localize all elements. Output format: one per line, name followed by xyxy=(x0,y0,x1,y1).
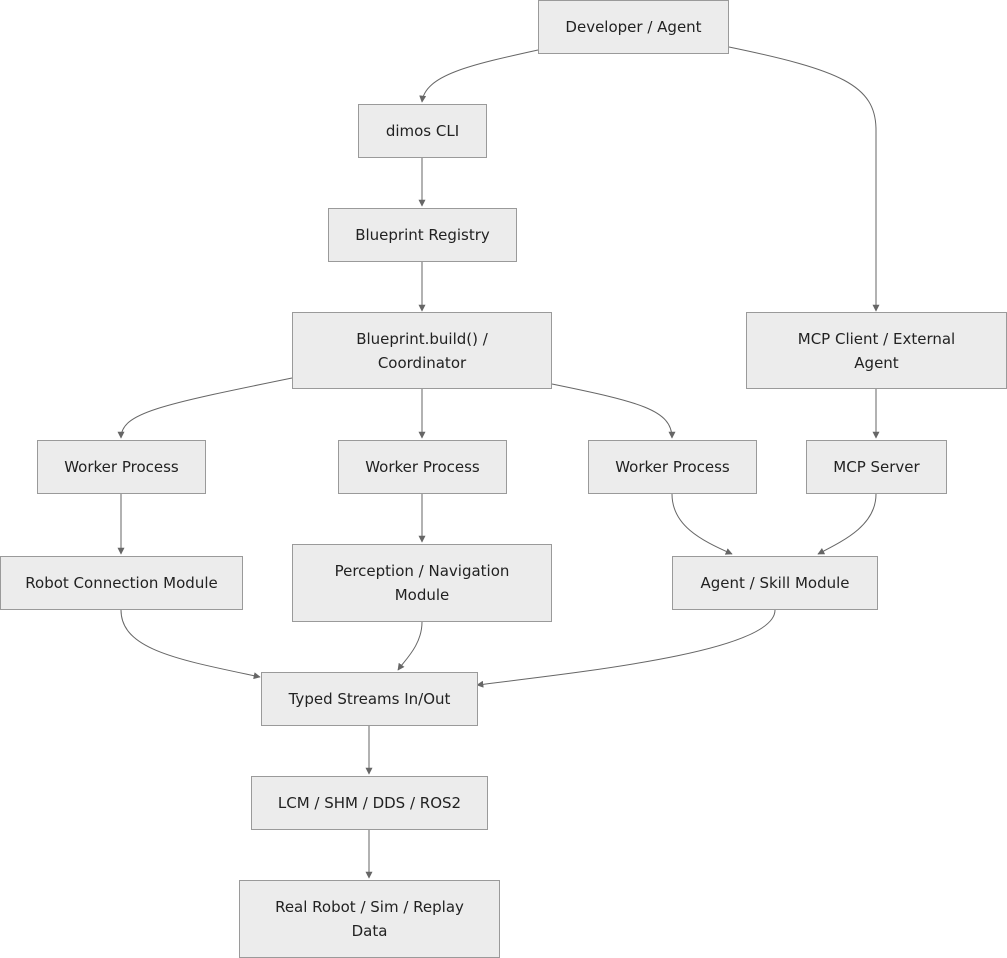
edge-agent-skill-to-streams xyxy=(476,609,776,688)
perception-navigation-module-node: Perception / Navigation Module xyxy=(292,544,552,622)
mcp-server-node: MCP Server xyxy=(806,440,947,494)
edge-worker-3-to-agent-skill xyxy=(671,493,733,555)
dimos-cli-label: dimos CLI xyxy=(385,122,460,140)
edge-developer-to-cli xyxy=(419,49,539,103)
worker-process-label-1: Worker Process xyxy=(64,458,179,476)
agent-skill-module-label: Agent / Skill Module xyxy=(700,574,850,592)
agent-skill-module-node: Agent / Skill Module xyxy=(672,556,878,610)
edge-developer-to-mcp-client xyxy=(728,46,880,312)
edge-perception-to-streams xyxy=(397,621,423,671)
mcp-client-label: MCP Client / External Agent xyxy=(797,329,956,372)
edge-build-to-worker-1 xyxy=(117,377,293,439)
typed-streams-node: Typed Streams In/Out xyxy=(261,672,478,726)
edge-build-to-worker-3 xyxy=(551,383,676,439)
worker-process-label-2: Worker Process xyxy=(365,458,480,476)
blueprint-build-node: Blueprint.build() / Coordinator xyxy=(292,312,552,389)
transports-label: LCM / SHM / DDS / ROS2 xyxy=(277,794,462,812)
worker-process-node-1: Worker Process xyxy=(37,440,206,494)
worker-process-label-3: Worker Process xyxy=(615,458,730,476)
real-robot-data-node: Real Robot / Sim / Replay Data xyxy=(239,880,500,958)
transports-node: LCM / SHM / DDS / ROS2 xyxy=(251,776,488,830)
blueprint-registry-node: Blueprint Registry xyxy=(328,208,517,262)
worker-process-node-2: Worker Process xyxy=(338,440,507,494)
blueprint-registry-label: Blueprint Registry xyxy=(355,226,490,244)
blueprint-build-label: Blueprint.build() / Coordinator xyxy=(356,329,488,372)
developer-agent-label: Developer / Agent xyxy=(565,18,702,36)
real-robot-data-label: Real Robot / Sim / Replay Data xyxy=(275,898,464,940)
mcp-server-label: MCP Server xyxy=(833,458,920,476)
robot-connection-module-label: Robot Connection Module xyxy=(25,574,218,592)
edge-mcp-server-to-agent-skill xyxy=(817,493,877,555)
dimos-cli-node: dimos CLI xyxy=(358,104,487,158)
worker-process-node-3: Worker Process xyxy=(588,440,757,494)
typed-streams-label: Typed Streams In/Out xyxy=(288,690,451,708)
developer-agent-node: Developer / Agent xyxy=(538,0,729,54)
perception-navigation-module-label: Perception / Navigation Module xyxy=(334,562,510,604)
robot-connection-module-node: Robot Connection Module xyxy=(0,556,243,610)
mcp-client-node: MCP Client / External Agent xyxy=(746,312,1007,389)
edge-robot-connection-to-streams xyxy=(120,609,261,680)
